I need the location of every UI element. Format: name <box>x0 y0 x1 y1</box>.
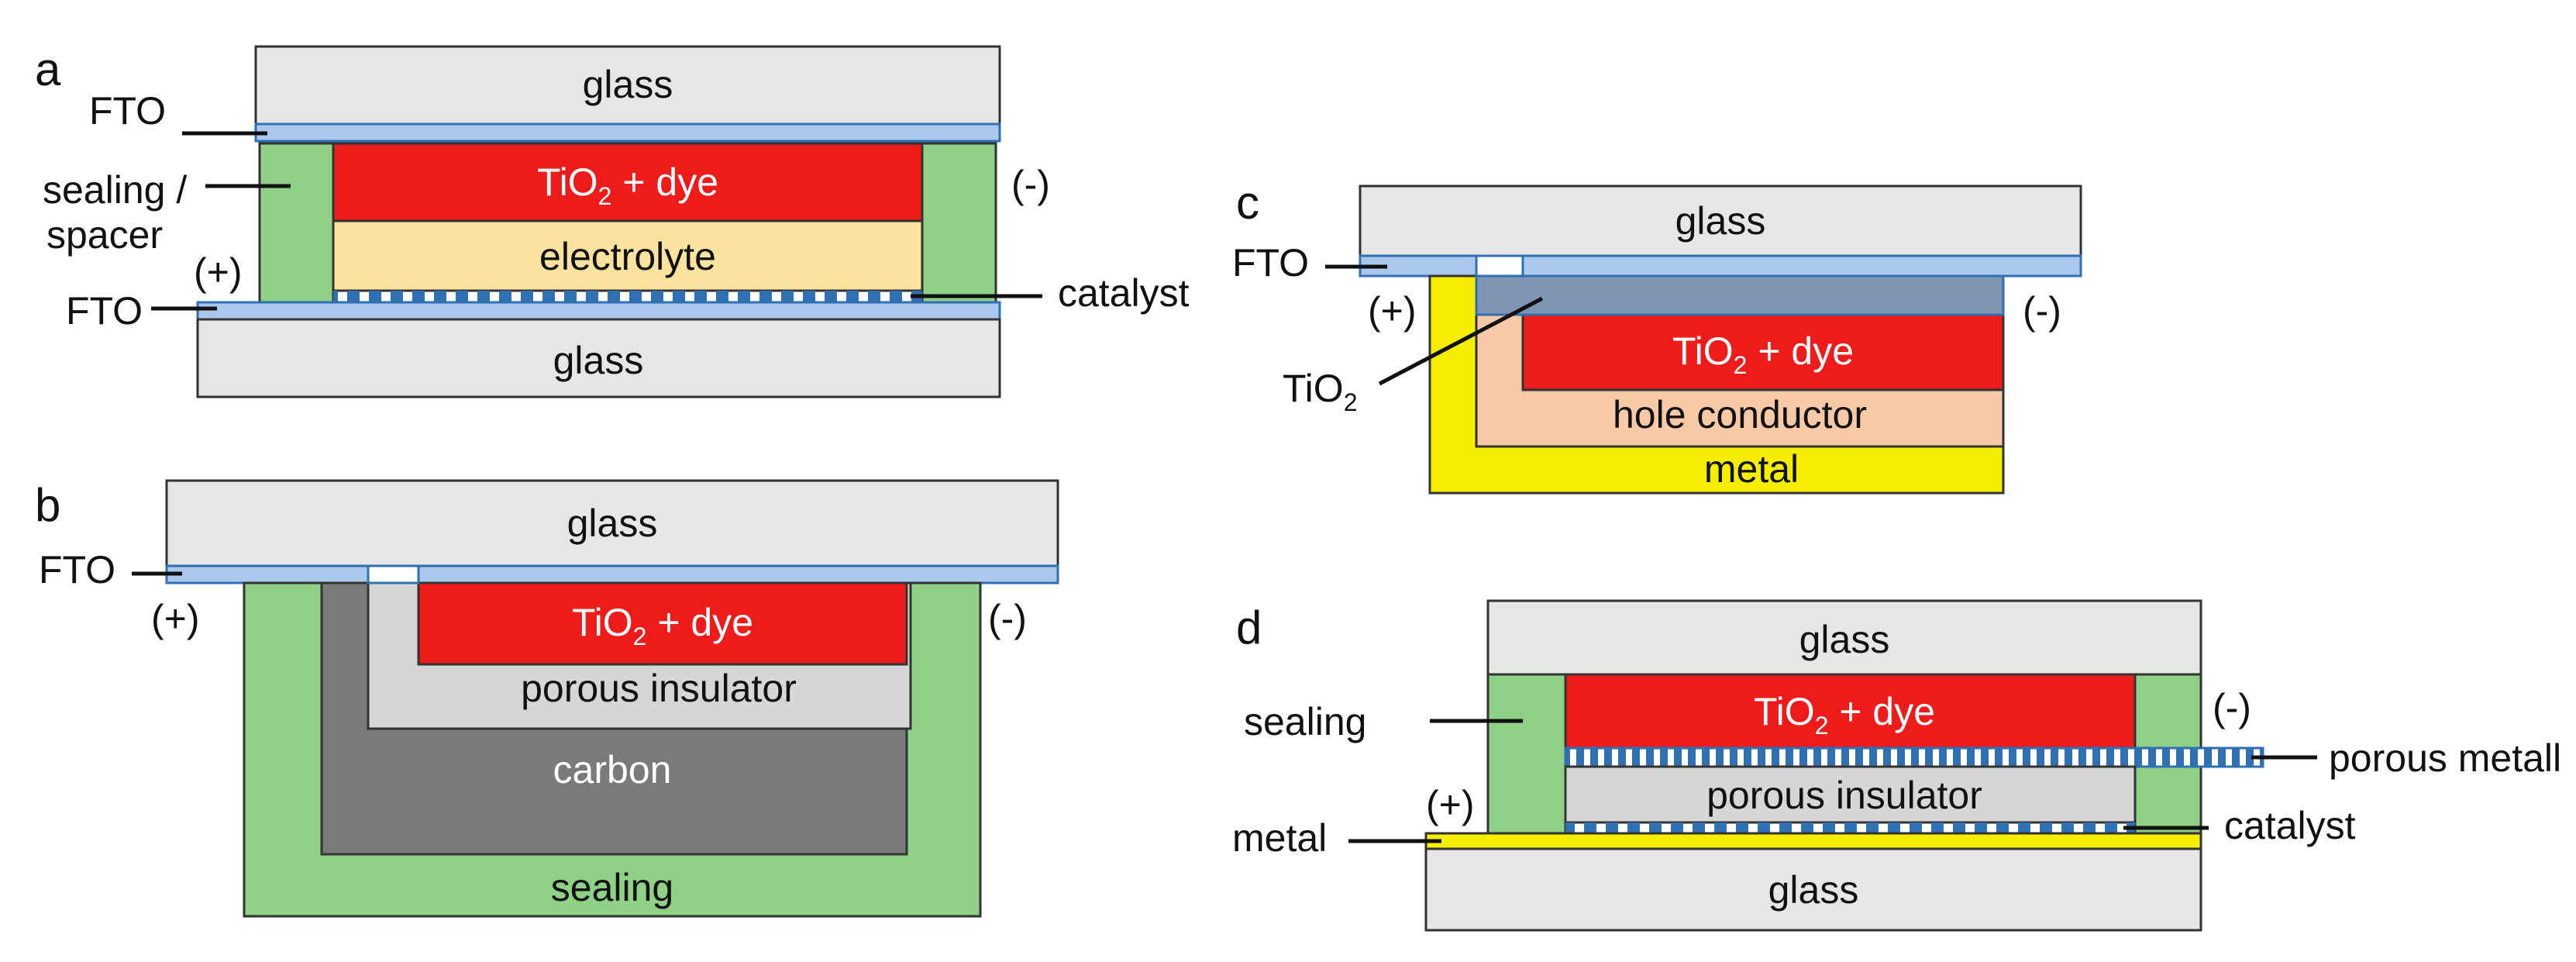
panel-c-letter: c <box>1236 177 1259 229</box>
c-tio2-dye-layer <box>1521 312 2005 391</box>
d-glass-top <box>1486 599 2202 676</box>
c-tio2-label: TiO2 <box>1283 367 1357 416</box>
d-sealing-label: sealing <box>1244 700 1366 743</box>
b-tio2-dye-layer <box>417 581 908 666</box>
a-sealing-label-line2: spacer <box>46 213 163 257</box>
a-fto-bottom <box>196 301 1001 321</box>
c-tio2-layer <box>1475 274 2005 316</box>
a-fto-top <box>254 122 1001 143</box>
a-fto-bottom-label: FTO <box>66 289 143 333</box>
b-sealing-label: sealing <box>551 866 673 909</box>
b-fto-gap <box>367 564 420 584</box>
a-sealing-left <box>258 142 335 304</box>
a-glass-top-label: glass <box>583 63 673 106</box>
c-hole-conductor-label: hole conductor <box>1613 393 1867 436</box>
b-carbon-label: carbon <box>553 748 672 791</box>
c-minus-label: (-) <box>2023 289 2061 333</box>
panel-c: c glass metal hole conductor TiO2 + dye … <box>1232 177 2082 495</box>
a-glass-bottom <box>196 318 1001 398</box>
a-catalyst-label: catalyst <box>1058 271 1190 315</box>
b-minus-label: (-) <box>988 597 1027 640</box>
d-tio2-dye-layer <box>1564 673 2137 750</box>
panel-a-letter: a <box>35 43 61 95</box>
c-plus-label: (+) <box>1368 289 1417 333</box>
b-glass-label: glass <box>567 502 658 545</box>
d-glass-top-label: glass <box>1799 618 1890 661</box>
d-porous-metal-layer <box>1564 746 2264 768</box>
b-plus-label: (+) <box>151 597 200 640</box>
a-plus-label: (+) <box>194 250 243 294</box>
d-glass-bottom <box>1424 847 2202 932</box>
d-minus-label: (-) <box>2213 686 2251 729</box>
a-catalyst-layer <box>333 291 922 303</box>
panel-b-letter: b <box>35 479 60 531</box>
panel-d-letter: d <box>1236 602 1262 653</box>
c-tio2-leader <box>1378 296 1544 386</box>
a-glass-bottom-label: glass <box>553 339 644 382</box>
d-plus-label: (+) <box>1426 783 1475 826</box>
c-tio2-dye-label: TiO2 + dye <box>1672 329 1854 379</box>
c-fto-gap <box>1475 254 1524 278</box>
b-tio2-dye-label: TiO2 + dye <box>572 601 753 650</box>
d-glass-bottom-label: glass <box>1768 868 1859 912</box>
a-tio2-dye-layer <box>332 142 924 222</box>
c-glass <box>1359 184 2082 257</box>
d-metal-label: metal <box>1232 816 1327 860</box>
d-porous-metal-label: porous metall <box>2329 736 2561 780</box>
b-porous-insulator-label: porous insulator <box>521 667 797 710</box>
panel-d: d glass TiO2 + dye porous insulator glas… <box>1232 599 2561 932</box>
c-fto <box>1359 254 2082 278</box>
b-fto <box>165 564 1059 584</box>
b-fto-label: FTO <box>39 548 115 591</box>
b-glass <box>165 479 1059 567</box>
d-metal-layer <box>1424 832 2202 850</box>
a-minus-label: (-) <box>1011 163 1050 206</box>
a-electrolyte-layer <box>332 219 924 292</box>
d-catalyst-layer <box>1565 822 2135 833</box>
panel-a: a glass TiO2 + dye electrolyte glass FTO… <box>35 43 1190 398</box>
a-electrolyte-label: electrolyte <box>539 235 716 278</box>
d-catalyst-label: catalyst <box>2224 804 2356 847</box>
c-glass-label: glass <box>1675 199 1766 243</box>
a-sealing-label-line1: sealing / <box>43 168 187 212</box>
d-sealing-left <box>1486 673 1567 835</box>
d-porous-insulator-label: porous insulator <box>1706 774 1982 817</box>
c-metal-label: metal <box>1704 447 1799 491</box>
d-tio2-dye-label: TiO2 + dye <box>1754 690 1935 740</box>
d-porous-insulator-layer <box>1564 765 2137 824</box>
a-sealing-right <box>921 142 997 304</box>
a-tio2-dye-label: TiO2 + dye <box>537 160 718 210</box>
a-glass-top <box>254 45 1001 126</box>
c-fto-label: FTO <box>1232 241 1309 284</box>
panel-b: b glass sealing carbon porous insulator … <box>35 479 1059 918</box>
a-fto-top-label: FTO <box>89 89 166 133</box>
